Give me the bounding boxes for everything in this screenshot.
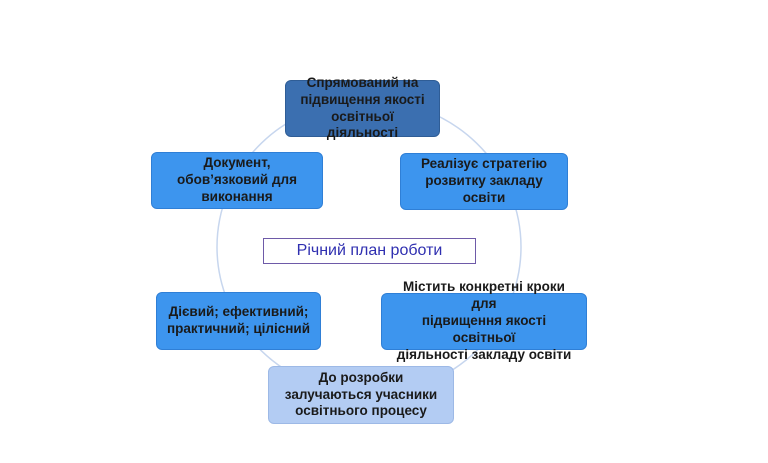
- node-upper-left: Документ, обов’язковий для виконання: [151, 152, 323, 209]
- center-label: Річний план роботи: [263, 238, 476, 264]
- node-lower-left: Дієвий; ефективний; практичний; цілісний: [156, 292, 321, 350]
- node-top: Спрямований на підвищення якості освітнь…: [285, 75, 440, 140]
- node-upper-right: Реалізує стратегію розвитку закладу осві…: [400, 153, 568, 210]
- node-lower-right: Містить конкретні кроки для підвищення я…: [381, 279, 587, 362]
- node-bottom: До розробки залучаються учасники освітнь…: [268, 366, 454, 424]
